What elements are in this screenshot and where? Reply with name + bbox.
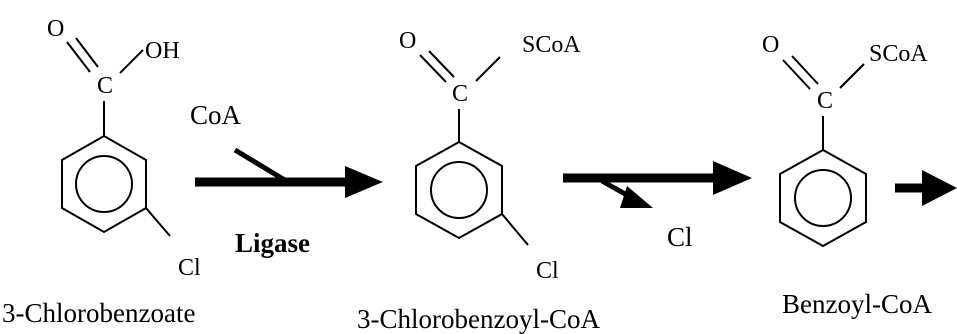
cosubstrate-label: CoA <box>190 100 242 130</box>
c-s-bond <box>839 63 865 89</box>
enzyme-label: Ligase <box>235 228 310 258</box>
carbonyl-oxygen-label: O <box>762 32 779 58</box>
benzene-ring <box>61 134 147 234</box>
hydroxyl-label: OH <box>145 38 180 64</box>
c-oh-bond <box>119 49 144 74</box>
arrow-head <box>345 166 383 198</box>
carbonyl-oxygen-label: O <box>47 16 64 42</box>
carbonyl-double-bond-a <box>66 41 91 73</box>
thioester-label: SCoA <box>869 41 928 67</box>
cosubstrate-entry-line <box>233 147 290 185</box>
carbonyl-oxygen-label: O <box>399 28 416 54</box>
released-chloride-label: Cl <box>667 222 693 252</box>
carbonyl-carbon-label: C <box>817 88 833 114</box>
c-s-bond <box>475 56 501 82</box>
carbonyl-double-bond-b <box>428 50 455 78</box>
compound-3-chlorobenzoate: O OH C Cl 3-Chlorobenzoate <box>2 16 201 328</box>
aromatic-circle <box>75 155 133 213</box>
next-step-arrow <box>895 170 957 206</box>
release-arrow-head <box>620 186 653 208</box>
carbonyl-double-bond-a <box>419 54 447 83</box>
carbonyl-double-bond-b <box>791 55 819 85</box>
arrow-head <box>922 170 957 206</box>
c-cl-bond <box>145 207 171 237</box>
aromatic-circle <box>430 161 488 219</box>
ligase-step-arrow: CoA Ligase <box>190 100 383 258</box>
compound-name: Benzoyl-CoA <box>782 289 932 319</box>
compound-3-chlorobenzoyl-coa: O SCoA C Cl 3-Chlorobenzoyl-CoA <box>357 28 600 334</box>
compound-name: 3-Chlorobenzoyl-CoA <box>357 304 600 334</box>
benzene-ring <box>779 148 867 248</box>
carbonyl-double-bond-a <box>782 59 811 90</box>
c-cl-bond <box>501 213 529 246</box>
dechlorination-step-arrow: Cl <box>563 161 752 252</box>
benzene-ring <box>415 140 503 240</box>
carbonyl-carbon-label: C <box>97 73 113 99</box>
chlorine-label: Cl <box>536 258 559 284</box>
carbonyl-carbon-label: C <box>452 81 468 107</box>
chlorine-label: Cl <box>178 255 201 281</box>
arrow-head <box>713 161 752 195</box>
compound-name: 3-Chlorobenzoate <box>2 298 195 328</box>
compound-benzoyl-coa: O SCoA C Benzoyl-CoA <box>762 32 932 319</box>
carbonyl-double-bond-b <box>75 37 99 68</box>
thioester-label: SCoA <box>522 32 581 58</box>
aromatic-circle <box>794 169 852 227</box>
